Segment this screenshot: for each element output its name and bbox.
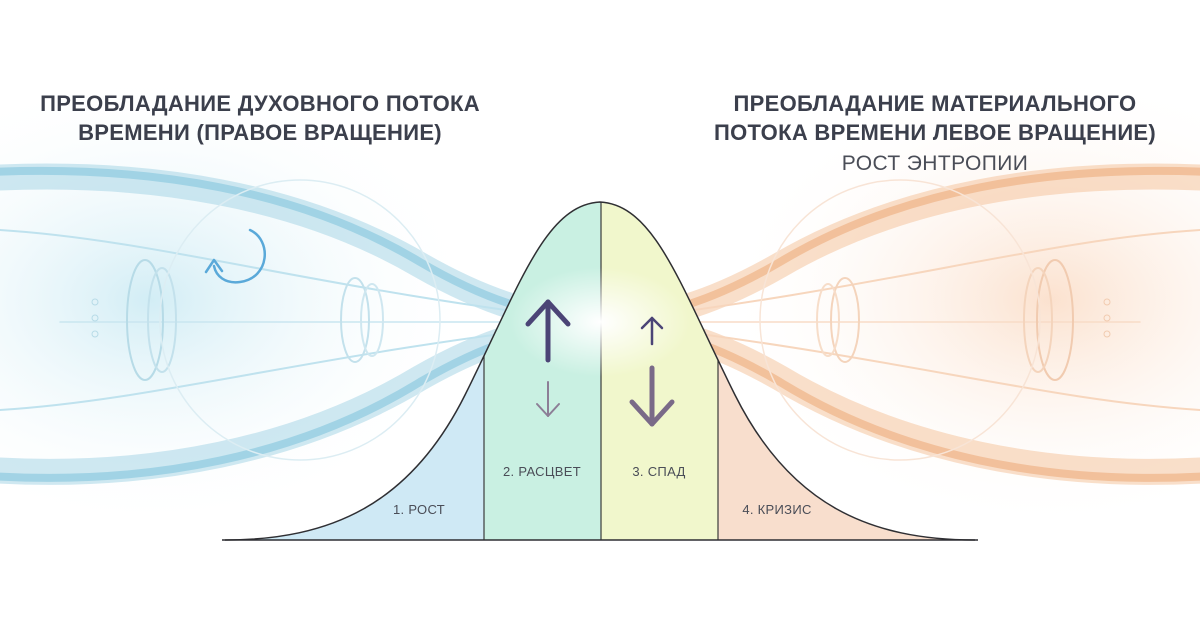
left-heading-line1: ПРЕОБЛАДАНИЕ ДУХОВНОГО ПОТОКА <box>30 89 490 118</box>
phase-label-crisis: 4. КРИЗИС <box>722 502 832 517</box>
left-heading: ПРЕОБЛАДАНИЕ ДУХОВНОГО ПОТОКА ВРЕМЕНИ (П… <box>30 89 490 147</box>
right-heading-line2: ПОТОКА ВРЕМЕНИ ЛЕВОЕ ВРАЩЕНИЕ) <box>700 118 1170 147</box>
phase-label-bloom: 2. РАСЦВЕТ <box>487 464 597 479</box>
right-heading-line1: ПРЕОБЛАДАНИЕ МАТЕРИАЛЬНОГО <box>700 89 1170 118</box>
center-glow <box>510 267 690 377</box>
phase-label-decline: 3. СПАД <box>604 464 714 479</box>
phase-label-growth: 1. РОСТ <box>364 502 474 517</box>
right-heading: ПРЕОБЛАДАНИЕ МАТЕРИАЛЬНОГО ПОТОКА ВРЕМЕН… <box>700 89 1170 147</box>
left-heading-line2: ВРЕМЕНИ (ПРАВОЕ ВРАЩЕНИЕ) <box>30 118 490 147</box>
entropy-subtitle: РОСТ ЭНТРОПИИ <box>760 152 1110 176</box>
